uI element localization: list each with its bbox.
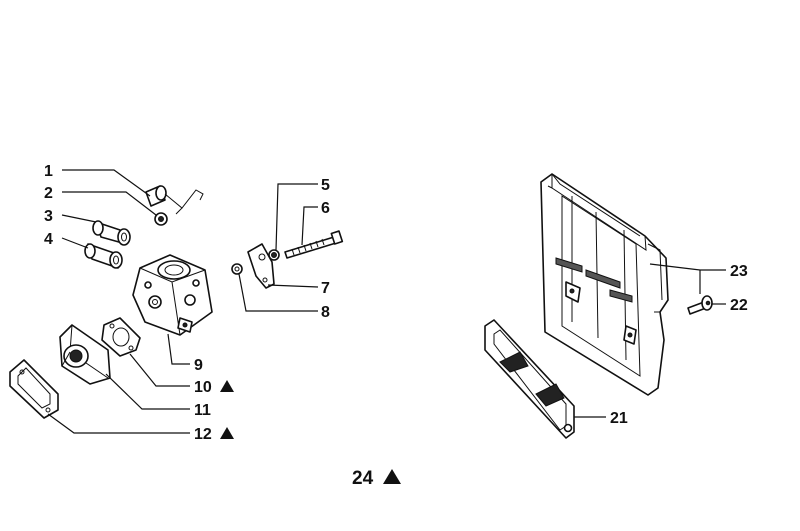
part-7-lever: [247, 243, 275, 289]
part-labels: 1 2 3 4 5 6 7 8 9 10 11 12 21 22 23 24: [44, 163, 748, 489]
part-12-gasket: [9, 359, 59, 419]
part-22-screw: [687, 295, 713, 315]
label-5: 5: [321, 177, 330, 194]
part-10-gasket: [101, 317, 141, 357]
part-21-filter-gasket: [484, 319, 575, 439]
label-7: 7: [321, 280, 330, 297]
label-22: 22: [730, 297, 748, 314]
label-11: 11: [194, 402, 211, 419]
part-4-sleeve: [84, 243, 123, 269]
triangle-marker-10: [220, 380, 234, 392]
label-12: 12: [194, 426, 212, 443]
label-24: 24: [352, 468, 374, 489]
part-23-filter-housing: [540, 173, 669, 396]
label-21: 21: [610, 410, 628, 427]
part-9-carburetor: [132, 254, 213, 336]
label-6: 6: [321, 200, 330, 217]
part-6-screw: [284, 230, 344, 259]
label-1: 1: [44, 163, 53, 180]
part-2-nut: [154, 212, 168, 226]
triangle-marker-24: [383, 469, 401, 484]
label-4: 4: [44, 231, 53, 248]
label-2: 2: [44, 185, 53, 202]
label-8: 8: [321, 304, 330, 321]
label-9: 9: [194, 357, 203, 374]
part-3-sleeve: [92, 220, 131, 246]
part-1-throttle-rod: [145, 185, 204, 215]
leader-lines: [47, 169, 726, 434]
triangle-marker-12: [220, 427, 234, 439]
label-23: 23: [730, 263, 748, 280]
label-10: 10: [194, 379, 212, 396]
part-8-washer: [231, 263, 243, 275]
label-3: 3: [44, 208, 53, 225]
